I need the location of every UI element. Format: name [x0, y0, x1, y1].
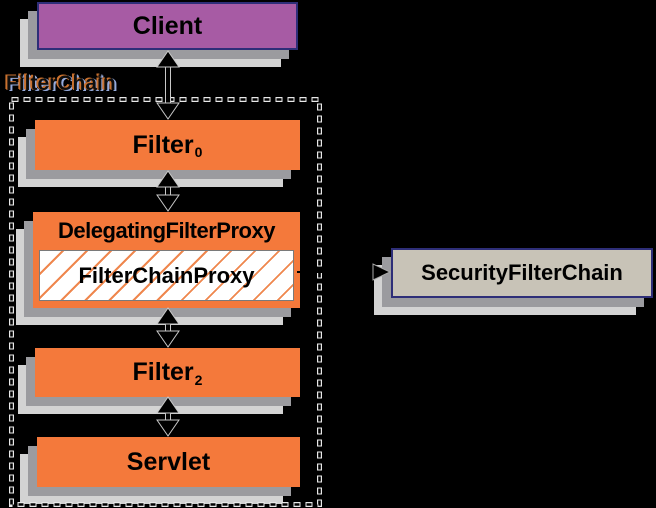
filterchain-group-label: FilterChain — [6, 72, 116, 95]
servlet-box: Servlet — [37, 437, 300, 487]
arrow-filterchainproxy-securityfilterchain — [297, 263, 392, 281]
filter-chain-proxy-box: FilterChainProxy — [39, 250, 294, 301]
filter-chain-proxy-label: FilterChainProxy — [78, 262, 255, 288]
client-label: Client — [132, 11, 203, 40]
filter2-subscript: 2 — [194, 371, 203, 388]
filter0-subscript: 0 — [194, 144, 203, 160]
client-box: Client — [37, 2, 298, 50]
arrow-filter0-delegatingfilterproxy — [156, 170, 180, 212]
servlet-label: Servlet — [126, 447, 211, 476]
delegating-filter-proxy-box: DelegatingFilterProxy FilterChainProxy — [33, 212, 300, 308]
arrow-client-filter0 — [156, 50, 180, 120]
delegating-filter-proxy-label: DelegatingFilterProxy — [58, 218, 275, 243]
filter2-label: Filter — [132, 358, 194, 386]
arrow-filter2-servlet — [156, 396, 180, 437]
arrow-delegatingfilterproxy-filter2 — [156, 307, 180, 348]
security-filter-chain-box: SecurityFilterChain — [391, 248, 653, 298]
filter0-label: Filter — [132, 130, 194, 159]
security-filter-chain-label: SecurityFilterChain — [421, 260, 623, 285]
